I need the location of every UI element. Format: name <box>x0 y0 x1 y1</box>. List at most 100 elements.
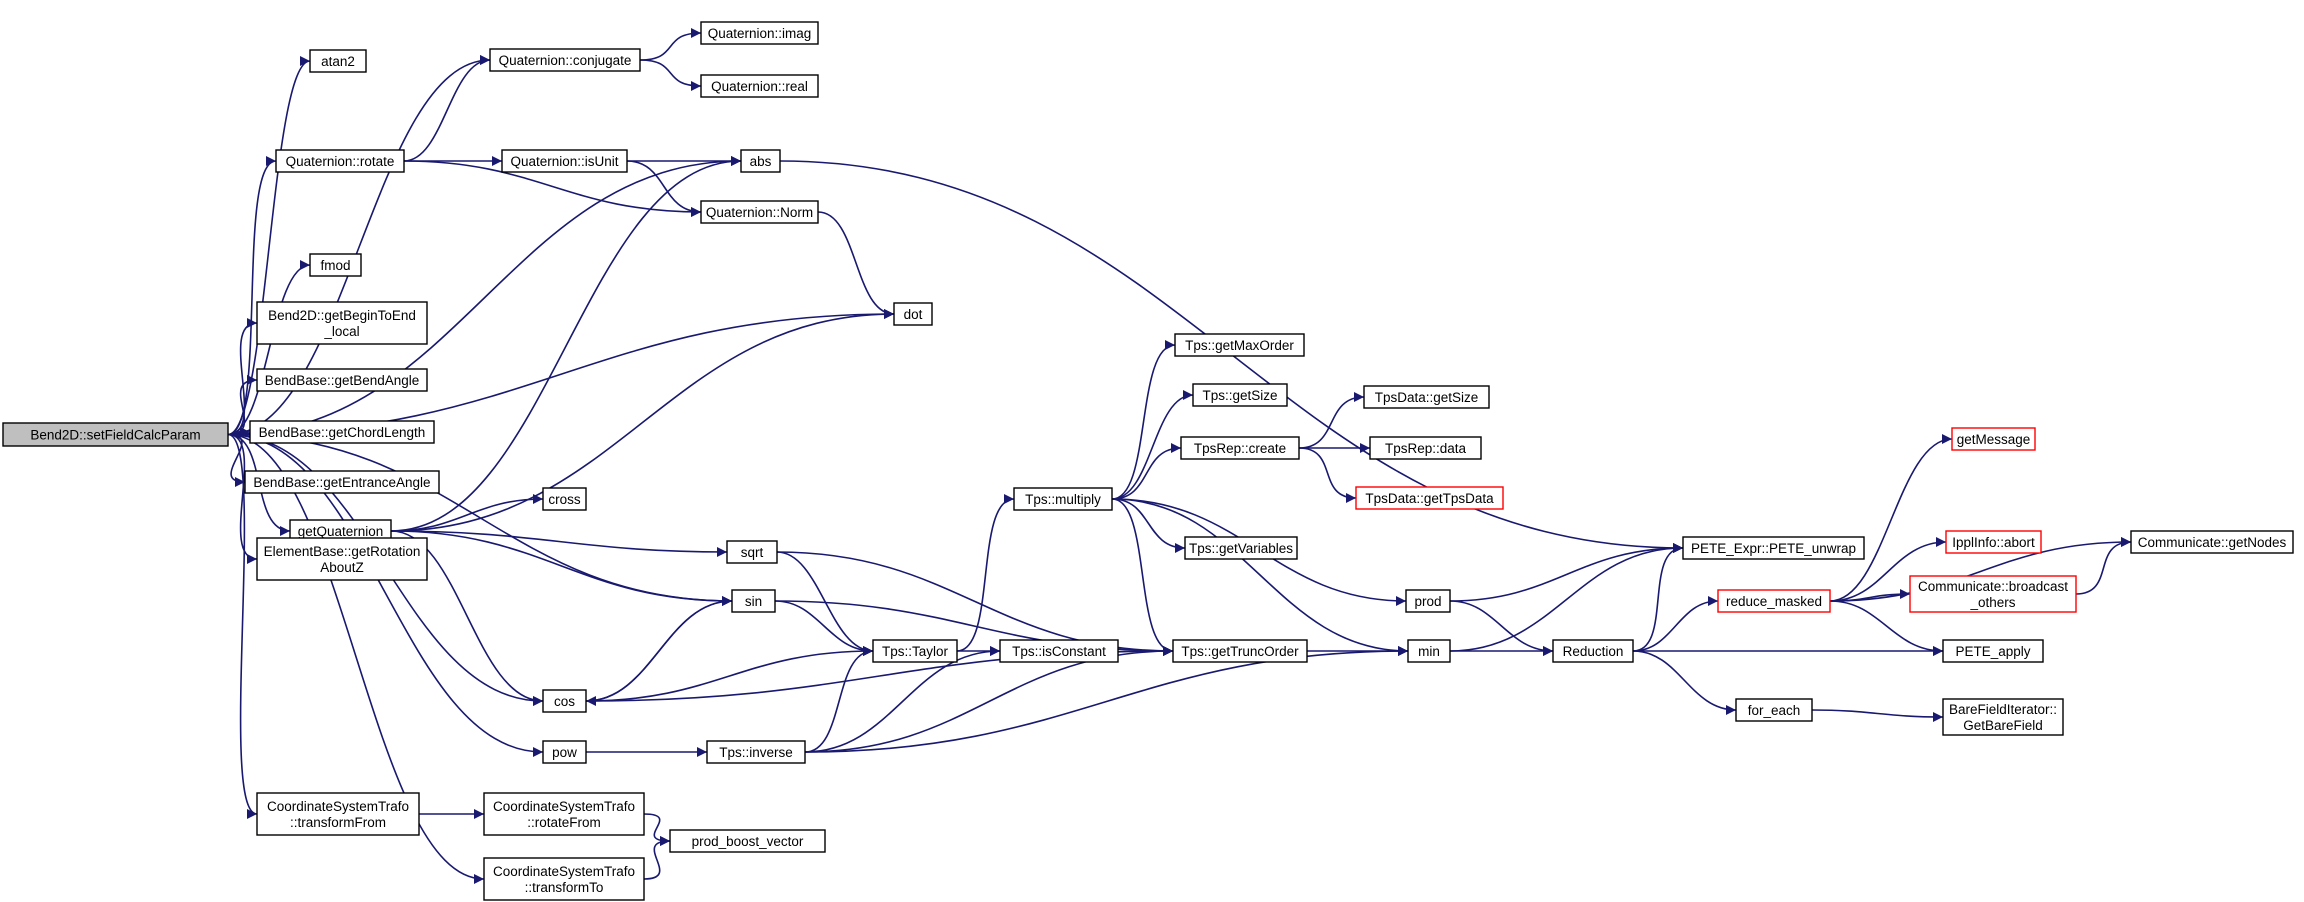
node-sin[interactable]: sin <box>731 589 776 613</box>
node-label: BareFieldIterator:: <box>1949 702 2057 717</box>
edge-root-to-rotate <box>227 156 277 436</box>
node-chord[interactable]: BendBase::getChordLength <box>249 420 435 444</box>
node-abs[interactable]: abs <box>740 149 781 173</box>
node-label: BendBase::getChordLength <box>259 425 426 440</box>
node-box <box>1363 385 1490 409</box>
node-boost[interactable]: prod_boost_vector <box>669 829 826 853</box>
node-box <box>726 540 778 564</box>
node-label: ::rotateFrom <box>527 815 601 830</box>
edge-multiply-to-min <box>1111 498 1409 656</box>
node-box <box>256 792 420 836</box>
node-label: Tps::Taylor <box>882 644 949 659</box>
edge-csRot-to-boost <box>643 813 671 846</box>
node-pow[interactable]: pow <box>542 740 587 764</box>
node-real[interactable]: Quaternion::real <box>700 74 819 98</box>
edge-root-to-rotZ <box>227 433 258 564</box>
node-reduction[interactable]: Reduction <box>1552 639 1634 663</box>
edge-reduceMasked-to-getMessage <box>1829 434 1953 602</box>
node-label: CoordinateSystemTrafo <box>267 799 409 814</box>
node-isConst[interactable]: Tps::isConstant <box>999 639 1119 663</box>
node-beginEnd[interactable]: Bend2D::getBeginToEnd_local <box>256 301 428 345</box>
node-box <box>700 200 819 224</box>
node-dot[interactable]: dot <box>893 302 933 326</box>
node-broadcast[interactable]: Communicate::broadcast_others <box>1909 575 2077 613</box>
node-getSize[interactable]: Tps::getSize <box>1192 383 1288 407</box>
node-reduceMasked[interactable]: reduce_masked <box>1717 589 1831 613</box>
node-sqrt[interactable]: sqrt <box>726 540 778 564</box>
node-label: _local <box>323 324 359 339</box>
node-label: GetBareField <box>1963 718 2043 733</box>
node-label: sqrt <box>741 545 764 560</box>
node-prod[interactable]: prod <box>1405 589 1451 613</box>
node-fmod[interactable]: fmod <box>309 253 362 277</box>
node-box <box>542 689 587 713</box>
node-atan2[interactable]: atan2 <box>309 49 367 73</box>
node-dataSize[interactable]: TpsData::getSize <box>1363 385 1490 409</box>
node-label: reduce_masked <box>1726 594 1822 609</box>
edge-rotate-to-norm <box>403 160 702 217</box>
node-label: IpplInfo::abort <box>1952 535 2035 550</box>
node-box <box>1180 436 1300 460</box>
node-maxOrder[interactable]: Tps::getMaxOrder <box>1174 333 1305 357</box>
node-csFrom[interactable]: CoordinateSystemTrafo::transformFrom <box>256 792 420 836</box>
node-getNodes[interactable]: Communicate::getNodes <box>2130 530 2294 554</box>
edge-conj-to-imag <box>639 28 702 61</box>
node-csTo[interactable]: CoordinateSystemTrafo::transformTo <box>483 857 645 901</box>
node-box <box>483 792 645 836</box>
node-cos[interactable]: cos <box>542 689 587 713</box>
node-csRot[interactable]: CoordinateSystemTrafo::rotateFrom <box>483 792 645 836</box>
node-norm[interactable]: Quaternion::Norm <box>700 200 819 224</box>
node-box <box>1942 698 2064 736</box>
node-getMessage[interactable]: getMessage <box>1951 427 2036 451</box>
node-cross[interactable]: cross <box>542 487 587 511</box>
node-taylor[interactable]: Tps::Taylor <box>872 639 958 663</box>
node-label: ::transformFrom <box>290 815 386 830</box>
node-label: CoordinateSystemTrafo <box>493 799 635 814</box>
node-box <box>1172 639 1308 663</box>
node-label: CoordinateSystemTrafo <box>493 864 635 879</box>
node-box <box>1945 530 2042 554</box>
node-box <box>1552 639 1634 663</box>
node-bendAngle[interactable]: BendBase::getBendAngle <box>256 368 428 392</box>
node-vars[interactable]: Tps::getVariables <box>1184 536 1298 560</box>
node-forEach[interactable]: for_each <box>1735 698 1813 722</box>
node-inverse[interactable]: Tps::inverse <box>706 740 806 764</box>
node-box <box>999 639 1119 663</box>
node-box <box>731 589 776 613</box>
node-tpsData[interactable]: TpsData::getTpsData <box>1355 486 1504 510</box>
node-peteApply[interactable]: PETE_apply <box>1942 639 2044 663</box>
node-label: prod_boost_vector <box>692 834 804 849</box>
node-label: Reduction <box>1563 644 1624 659</box>
node-label: Tps::multiply <box>1025 492 1101 507</box>
edge-inverse-to-taylor <box>804 646 874 753</box>
node-conj[interactable]: Quaternion::conjugate <box>489 48 641 72</box>
node-trunc[interactable]: Tps::getTruncOrder <box>1172 639 1308 663</box>
node-unwrap[interactable]: PETE_Expr::PETE_unwrap <box>1682 536 1865 560</box>
node-label: cos <box>554 694 575 709</box>
edge-csTo-to-boost <box>643 836 671 880</box>
node-multiply[interactable]: Tps::multiply <box>1013 487 1113 511</box>
edge-multiply-to-trunc <box>1111 498 1174 656</box>
node-min[interactable]: min <box>1407 639 1451 663</box>
node-repCreate[interactable]: TpsRep::create <box>1180 436 1300 460</box>
node-abort[interactable]: IpplInfo::abort <box>1945 530 2042 554</box>
node-entrance[interactable]: BendBase::getEntranceAngle <box>244 470 440 494</box>
node-rotate[interactable]: Quaternion::rotate <box>275 149 405 173</box>
node-repData[interactable]: TpsRep::data <box>1369 436 1482 460</box>
node-label: abs <box>750 154 772 169</box>
node-label: Quaternion::real <box>711 79 808 94</box>
node-label: Quaternion::rotate <box>286 154 395 169</box>
node-label: atan2 <box>321 54 355 69</box>
node-label: BendBase::getEntranceAngle <box>253 475 430 490</box>
edge-multiply-to-repCreate <box>1111 443 1182 500</box>
edge-getQuat-to-dot <box>390 309 895 532</box>
node-label: min <box>1418 644 1440 659</box>
node-getQuat[interactable]: getQuaternion <box>289 519 392 543</box>
node-root[interactable]: Bend2D::setFieldCalcParam <box>2 422 229 447</box>
node-imag[interactable]: Quaternion::imag <box>700 21 819 45</box>
node-isUnit[interactable]: Quaternion::isUnit <box>501 149 628 173</box>
node-bareField[interactable]: BareFieldIterator::GetBareField <box>1942 698 2064 736</box>
node-label: Bend2D::setFieldCalcParam <box>30 428 200 443</box>
